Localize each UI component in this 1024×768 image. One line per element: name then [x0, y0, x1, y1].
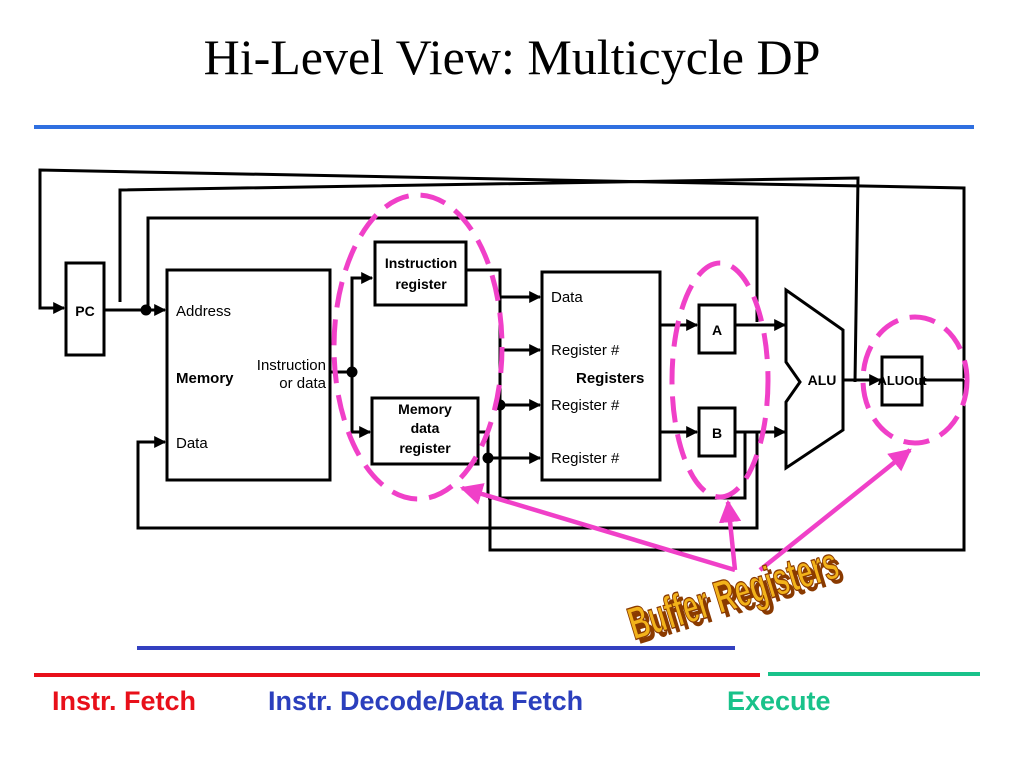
- decode-rule: [137, 646, 735, 650]
- execute-rule: [768, 672, 980, 676]
- registers-reg2-label: Register #: [551, 397, 620, 414]
- stage-label-decode: Instr. Decode/Data Fetch: [268, 686, 584, 716]
- slide-title: Hi-Level View: Multicycle DP: [203, 29, 821, 85]
- stage-label-execute: Execute: [727, 686, 831, 716]
- pc-label: PC: [75, 303, 94, 319]
- buffer-registers-callout: Buffer Registers Buffer Registers: [622, 538, 849, 655]
- registers-data-label: Data: [551, 289, 583, 306]
- register-b-label: B: [712, 425, 722, 441]
- highlight-a-b: [669, 260, 771, 500]
- registers-reg3-label: Register #: [551, 450, 620, 467]
- memory-output-label-2: or data: [279, 375, 326, 392]
- register-b: B: [697, 406, 737, 458]
- memory-data-register: Memory data register: [370, 396, 480, 466]
- instruction-register: Instruction register: [373, 240, 468, 307]
- instruction-register-label-2: register: [395, 276, 447, 292]
- instruction-register-label-1: Instruction: [385, 255, 457, 271]
- mdr-label-1: Memory: [398, 401, 452, 417]
- stage-rules: [34, 646, 980, 677]
- registers-name-label: Registers: [576, 370, 644, 387]
- memory-name-label: Memory: [176, 370, 234, 387]
- register-a: A: [697, 303, 737, 355]
- stage-label-fetch: Instr. Fetch: [52, 686, 197, 716]
- memory-unit: Address Memory Instruction or data Data: [165, 268, 332, 482]
- register-a-label: A: [712, 322, 722, 338]
- register-file: Data Register # Registers Register # Reg…: [540, 270, 662, 482]
- highlight-aluout: [860, 314, 970, 446]
- mdr-label-3: register: [399, 440, 451, 456]
- buffer-highlights: [331, 192, 970, 502]
- pc-register: PC: [64, 261, 106, 357]
- registers-reg1-label: Register #: [551, 342, 620, 359]
- alu-label: ALU: [808, 372, 837, 388]
- callout-arrows: [459, 448, 912, 573]
- memory-data-label: Data: [176, 435, 208, 452]
- memory-output-label-1: Instruction: [257, 357, 326, 374]
- highlight-ir-mdr: [331, 192, 505, 502]
- mdr-label-2: data: [411, 420, 440, 436]
- fetch-rule: [34, 673, 760, 677]
- datapath-wires: [38, 168, 966, 552]
- title-rule: [34, 125, 974, 129]
- aluout-register: ALUOut: [877, 355, 927, 407]
- aluout-label: ALUOut: [877, 373, 927, 388]
- memory-address-label: Address: [176, 303, 231, 320]
- alu: ALU: [784, 287, 845, 471]
